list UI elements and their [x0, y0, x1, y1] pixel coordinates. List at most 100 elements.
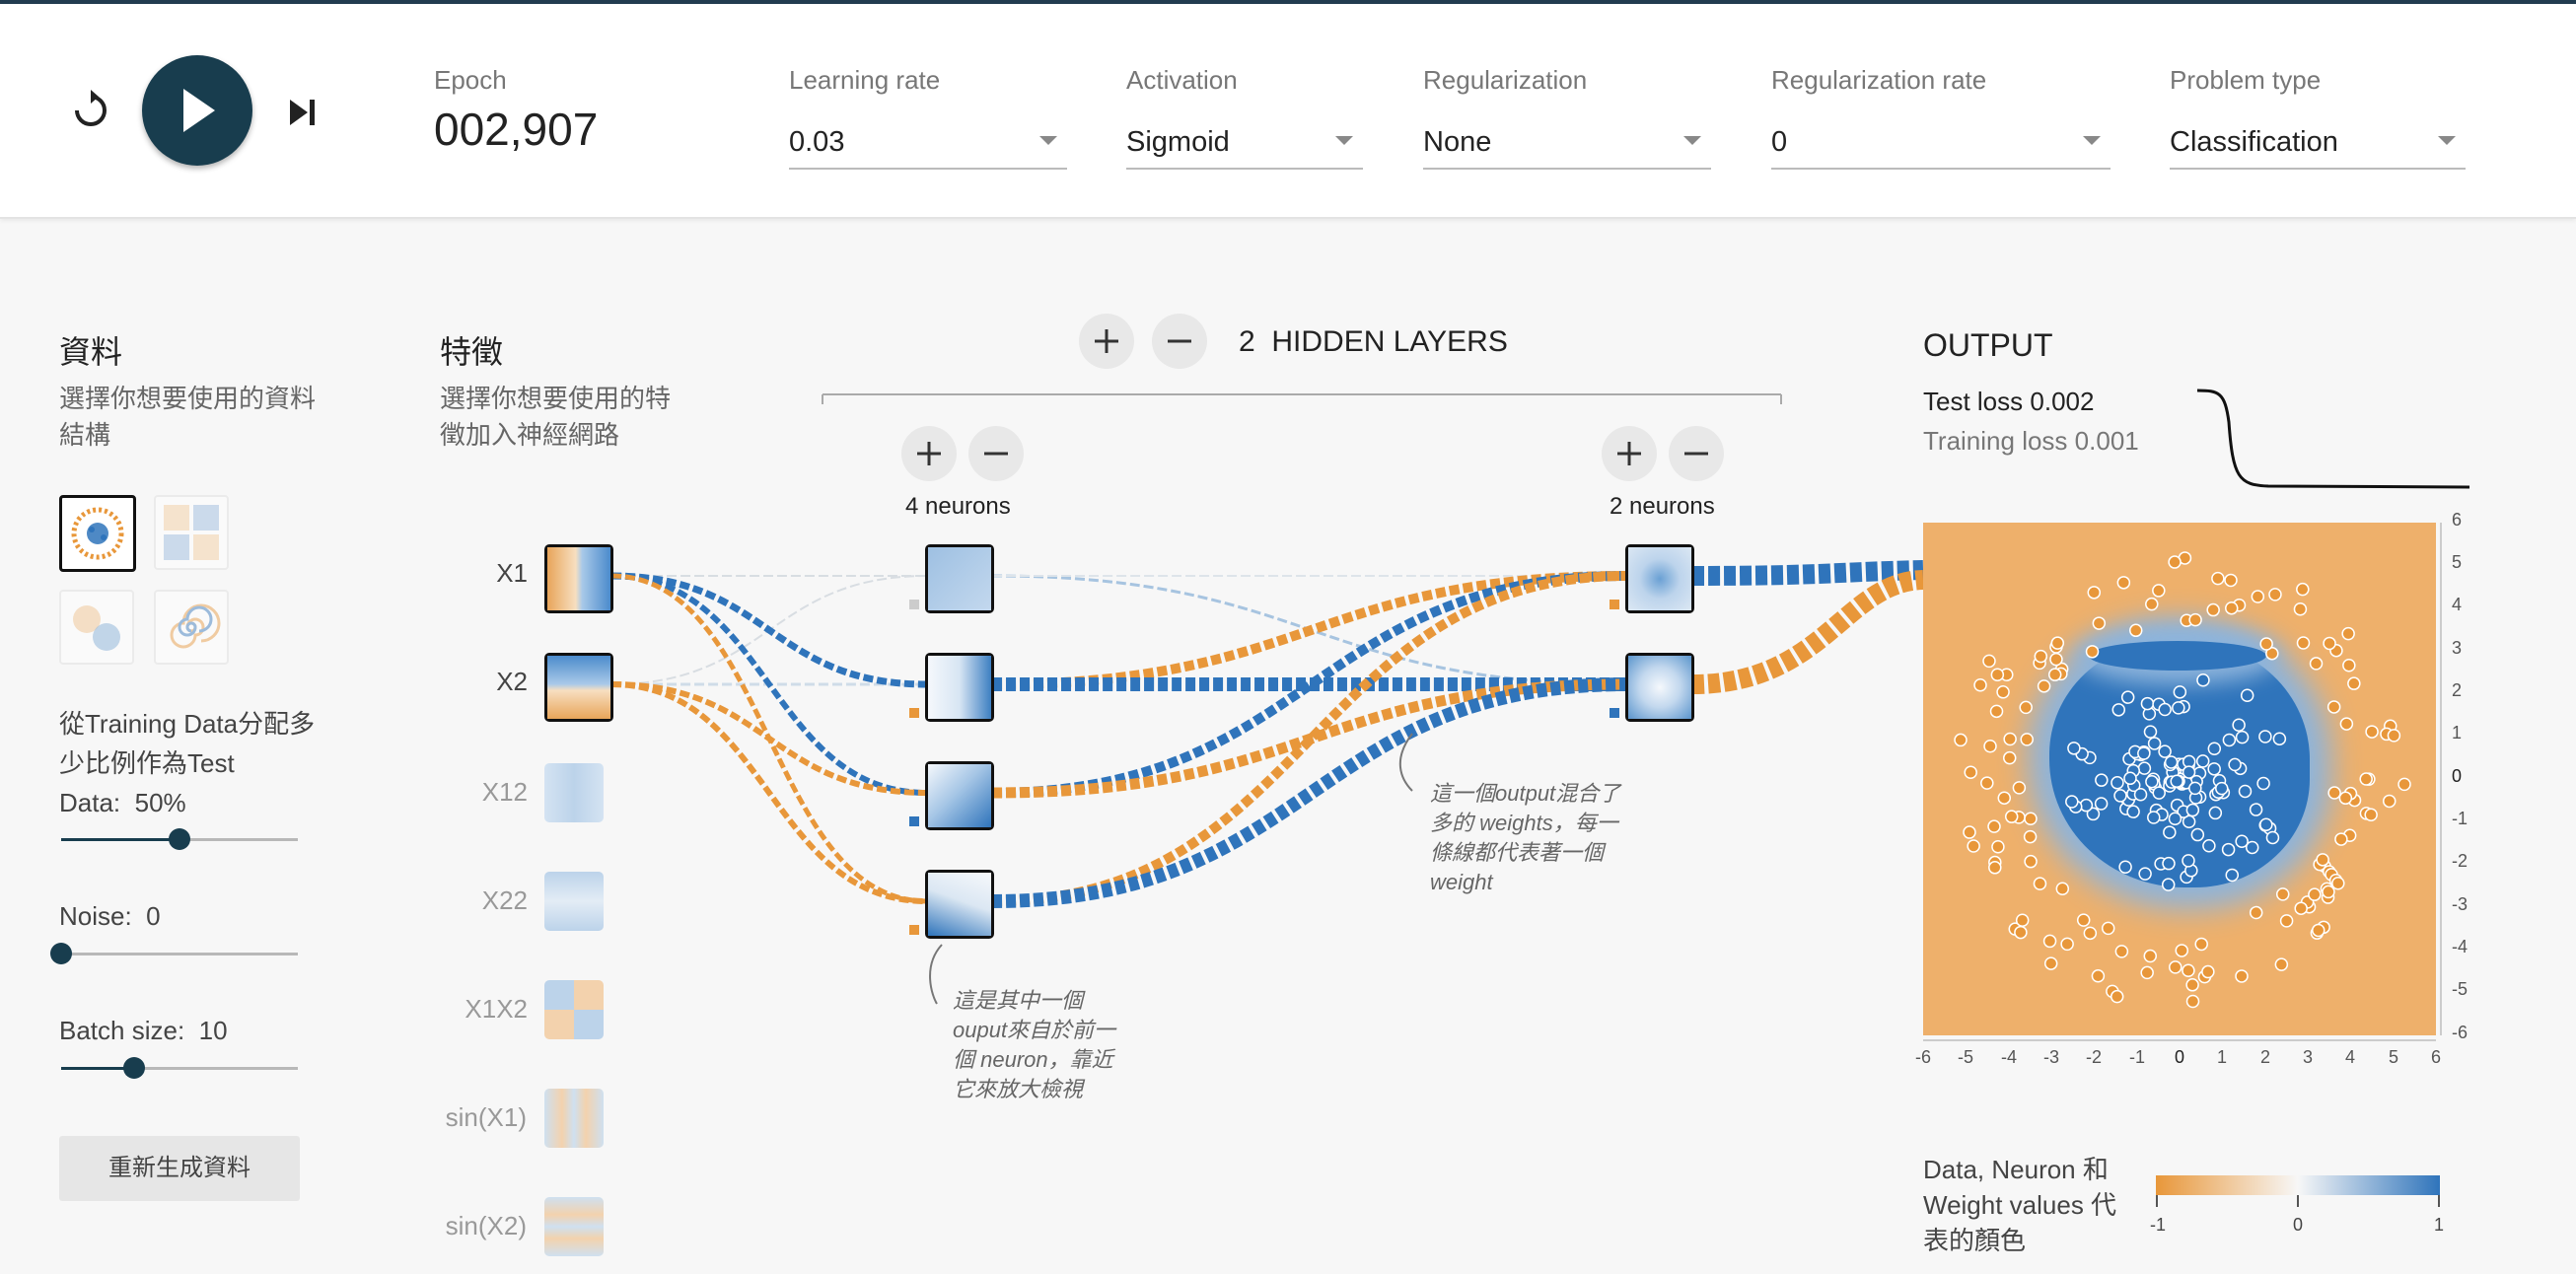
link-x2-n3[interactable]	[610, 681, 928, 796]
legend-tick: -1	[2149, 1215, 2166, 1235]
data-point-orange	[2206, 602, 2220, 617]
minus-icon	[1684, 452, 1708, 456]
problem-type-select[interactable]: Classification	[2170, 122, 2466, 170]
data-point-orange	[2024, 812, 2038, 826]
regularization-rate-select[interactable]: 0	[1771, 122, 2111, 170]
data-point-orange	[2042, 934, 2057, 949]
batch-knob[interactable]	[123, 1057, 146, 1079]
data-point-blue	[2164, 755, 2179, 769]
neuron-1-3-heatmap	[928, 764, 991, 827]
gaussian-dataset-icon	[73, 605, 120, 651]
data-point-orange	[2076, 913, 2091, 927]
data-point-orange	[2211, 571, 2225, 586]
learning-rate-label: Learning rate	[789, 65, 941, 95]
data-point-orange	[2309, 657, 2324, 671]
data-point-orange	[2047, 668, 2062, 681]
regularization-select[interactable]: None	[1423, 122, 1711, 170]
feature-node-x1[interactable]	[544, 544, 613, 613]
data-point-orange	[2185, 994, 2200, 1009]
play-button[interactable]	[142, 55, 252, 166]
remove-neuron-layer1-button[interactable]	[968, 426, 1024, 481]
feature-label-x1x2: X1X2	[465, 994, 528, 1024]
neuron-1-2-heatmap	[928, 656, 991, 719]
output-y-axis: 6 5 4 3 2 1 0 -1 -2 -3 -4 -5 -6	[2440, 507, 2469, 1041]
feature-node-sinx2[interactable]	[544, 1197, 604, 1256]
add-neuron-layer2-button[interactable]	[1602, 426, 1657, 481]
neuron-1-2[interactable]	[925, 653, 994, 722]
feature-label-x1: X1	[496, 558, 528, 588]
dataset-xor-thumb[interactable]	[154, 495, 229, 570]
output-x-axis: -6 -5 -4 -3 -2 -1 0 1 2 3 4 5 6	[1913, 1039, 2446, 1075]
neuron-1-3[interactable]	[925, 761, 994, 830]
regenerate-button[interactable]: 重新生成資料	[59, 1136, 300, 1201]
feature-node-sinx1[interactable]	[544, 1089, 604, 1148]
training-loss-value: 0.001	[2074, 426, 2139, 456]
noise-knob[interactable]	[50, 943, 72, 964]
test-ratio-knob[interactable]	[169, 828, 190, 850]
bias-marker	[909, 708, 919, 718]
test-ratio-fill	[61, 838, 179, 841]
data-panel-title: 資料	[59, 334, 123, 370]
neuron-1-4[interactable]	[925, 870, 994, 939]
add-neuron-layer1-button[interactable]	[901, 426, 957, 481]
output-heatmap	[1923, 523, 2436, 1035]
data-point-orange	[2143, 949, 2158, 963]
regularization-value: None	[1423, 126, 1492, 158]
dataset-spiral-thumb[interactable]	[154, 590, 229, 665]
neuron-2-1[interactable]	[1625, 544, 1694, 613]
link-n4-o1[interactable]	[991, 571, 1628, 906]
data-point-orange	[1964, 765, 1977, 780]
link-o1-output[interactable]	[1691, 560, 1924, 586]
minus-icon	[1168, 339, 1191, 343]
link-x1-n3[interactable]	[610, 573, 928, 796]
data-point-blue	[2067, 742, 2081, 755]
reset-icon[interactable]	[69, 89, 112, 137]
add-layer-button[interactable]	[1079, 314, 1134, 369]
data-point-orange	[2003, 732, 2017, 746]
annotation-weights: 這一個output混合了多的 weights，每一條線都代表著一個 weight	[1430, 781, 1621, 894]
data-point-blue	[2182, 814, 2196, 829]
data-point-orange	[2279, 914, 2294, 928]
link-n3-o2[interactable]	[991, 678, 1628, 799]
data-point-orange	[2341, 626, 2355, 641]
data-point-blue	[2133, 788, 2148, 802]
step-icon[interactable]	[286, 97, 320, 133]
batch-slider[interactable]	[61, 1057, 298, 1079]
feature-node-x1x2[interactable]	[544, 980, 604, 1039]
activation-select[interactable]: Sigmoid	[1126, 122, 1363, 170]
data-point-orange	[2296, 582, 2310, 597]
minus-icon	[984, 452, 1008, 456]
link-x2-n4[interactable]	[610, 681, 928, 904]
feature-node-x1sq[interactable]	[544, 763, 604, 822]
y-tick: 6	[2452, 510, 2463, 530]
link-o2-output[interactable]	[1691, 570, 1924, 694]
link-x1-n2[interactable]	[610, 572, 928, 688]
data-point-orange	[2060, 937, 2074, 952]
feature-node-x2sq[interactable]	[544, 872, 604, 931]
learning-rate-select[interactable]: 0.03	[789, 122, 1067, 170]
dataset-gauss-thumb[interactable]	[59, 590, 134, 665]
color-legend-text: Data, Neuron 和 Weight values 代表的顏色	[1923, 1155, 2117, 1255]
data-point-blue	[2163, 825, 2177, 839]
neuron-1-1[interactable]	[925, 544, 994, 613]
test-ratio-slider[interactable]	[61, 828, 298, 850]
data-point-blue	[2137, 761, 2152, 775]
neuron-2-2[interactable]	[1625, 653, 1694, 722]
plus-icon	[1095, 329, 1118, 353]
data-panel-description: 選擇你想要使用的資料結構	[59, 384, 317, 450]
feature-label-x2: X2	[496, 667, 528, 696]
data-point-orange	[1987, 819, 2001, 833]
data-point-orange	[2019, 700, 2033, 715]
regularization-label: Regularization	[1423, 65, 1588, 95]
y-tick: 1	[2452, 723, 2463, 743]
noise-slider[interactable]	[50, 943, 298, 964]
feature-label-sinx1: sin(X1)	[445, 1102, 527, 1132]
remove-layer-button[interactable]	[1152, 314, 1207, 369]
training-loss-label: Training loss	[1923, 426, 2068, 456]
neuron-1-4-heatmap	[928, 873, 991, 936]
feature-node-x2[interactable]	[544, 653, 613, 722]
y-tick: -1	[2452, 809, 2469, 828]
remove-neuron-layer2-button[interactable]	[1669, 426, 1724, 481]
test-loss-row: Test loss 0.002	[1923, 387, 2094, 417]
dataset-circle-thumb[interactable]	[59, 495, 136, 572]
